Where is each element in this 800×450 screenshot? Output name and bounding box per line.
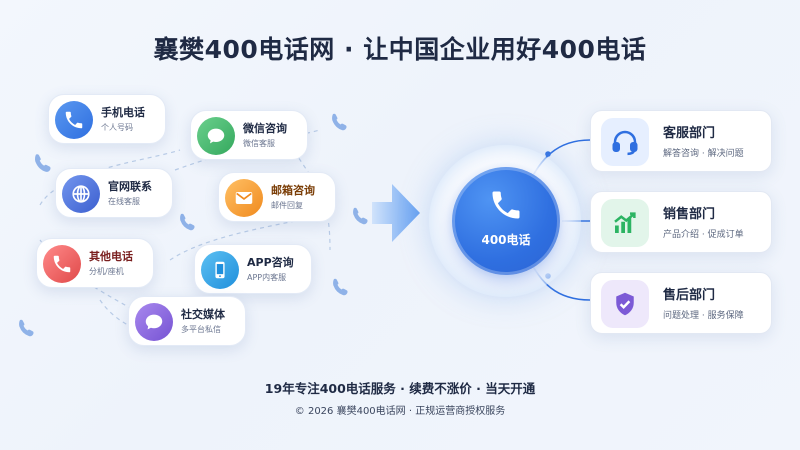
hub-label: 400电话 xyxy=(481,233,531,247)
department-title: 售后部门 xyxy=(663,288,716,303)
channel-subtitle: 邮件回复 xyxy=(271,201,303,210)
channel-title: 社交媒体 xyxy=(181,308,225,321)
footer-copyright: © 2026 襄樊400电话网 · 正规运营商授权服务 xyxy=(294,406,506,417)
department-subtitle: 解答咨询 · 解决问题 xyxy=(663,149,744,159)
channel-title: APP咨询 xyxy=(247,256,294,269)
department-title: 销售部门 xyxy=(663,207,716,222)
channel-subtitle: 个人号码 xyxy=(101,123,133,132)
channel-subtitle: 多平台私信 xyxy=(181,325,221,334)
mail-icon xyxy=(225,179,263,217)
department-sales[interactable]: 销售部门 产品介绍 · 促成订单 xyxy=(590,191,772,253)
channel-title: 官网联系 xyxy=(108,180,152,193)
page-title: 襄樊400电话网 · 让中国企业用好400电话 xyxy=(153,35,647,64)
chart-up-icon xyxy=(601,199,649,247)
globe-icon xyxy=(62,175,100,213)
department-subtitle: 产品介绍 · 促成订单 xyxy=(663,230,744,240)
department-after-sales[interactable]: 售后部门 问题处理 · 服务保障 xyxy=(590,272,772,334)
channel-website[interactable]: 官网联系 在线客服 xyxy=(55,168,173,218)
chat-icon xyxy=(197,117,235,155)
headset-icon xyxy=(601,118,649,166)
department-title: 客服部门 xyxy=(663,126,716,141)
channel-subtitle: APP内客服 xyxy=(247,273,287,282)
footer-tagline: 19年专注400电话服务 · 续费不涨价 · 当天开通 xyxy=(264,381,536,396)
channel-title: 手机电话 xyxy=(101,106,145,119)
channel-title: 其他电话 xyxy=(89,250,133,263)
department-customer-service[interactable]: 客服部门 解答咨询 · 解决问题 xyxy=(590,110,772,172)
phone-icon xyxy=(55,101,93,139)
flow-arrow-icon xyxy=(372,184,420,242)
channel-title: 邮箱咨询 xyxy=(271,184,315,197)
chat-bubble-icon xyxy=(135,303,173,341)
channel-subtitle: 分机/座机 xyxy=(89,267,124,276)
shield-check-icon xyxy=(601,280,649,328)
channel-social-media[interactable]: 社交媒体 多平台私信 xyxy=(128,296,246,346)
phone-icon xyxy=(492,191,520,219)
mobile-icon xyxy=(201,251,239,289)
channel-wechat[interactable]: 微信咨询 微信客服 xyxy=(190,110,308,160)
channel-title: 微信咨询 xyxy=(243,122,287,135)
channel-mobile-phone[interactable]: 手机电话 个人号码 xyxy=(48,94,166,144)
channel-subtitle: 在线客服 xyxy=(108,197,140,206)
channel-app[interactable]: APP咨询 APP内客服 xyxy=(194,244,312,294)
decor-phone-icons xyxy=(19,113,368,337)
channel-subtitle: 微信客服 xyxy=(243,139,275,148)
hub-400-phone[interactable]: 400电话 xyxy=(452,167,560,275)
channel-other-phone[interactable]: 其他电话 分机/座机 xyxy=(36,238,154,288)
department-subtitle: 问题处理 · 服务保障 xyxy=(663,311,744,321)
channel-email[interactable]: 邮箱咨询 邮件回复 xyxy=(218,172,336,222)
phone-icon xyxy=(43,245,81,283)
